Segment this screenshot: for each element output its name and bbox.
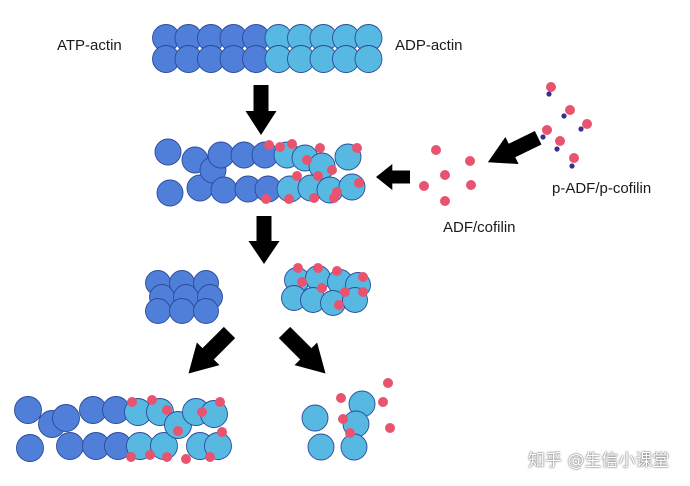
watermark: 知乎 @生信小课堂	[528, 451, 670, 471]
atp-actin-subunit	[154, 138, 182, 166]
cofilin-molecule	[466, 180, 476, 190]
cofilin-molecule	[315, 143, 325, 153]
cofilin-molecule	[354, 178, 364, 188]
cofilin-molecule	[546, 82, 556, 92]
arrows-layer	[188, 85, 542, 374]
cofilin-molecule	[378, 397, 388, 407]
cofilin-molecule	[338, 414, 348, 424]
cofilin-molecule	[340, 287, 350, 297]
cofilin-molecule	[127, 397, 137, 407]
cofilin-molecule	[431, 145, 441, 155]
cofilin-molecule	[287, 139, 297, 149]
cofilin-molecule	[555, 136, 565, 146]
cofilin-molecule	[293, 263, 303, 273]
down-right-arrow-icon	[278, 326, 326, 374]
adf-cofilin-label: ADF/cofilin	[443, 219, 516, 236]
cofilin-molecule	[126, 452, 136, 462]
down-left-arrow-icon	[188, 326, 236, 374]
cofilin-molecule	[317, 283, 327, 293]
cofilin-molecule	[336, 393, 346, 403]
cofilin-molecule	[542, 125, 552, 135]
cofilin-molecule	[358, 287, 368, 297]
cofilin-molecule	[145, 450, 155, 460]
cofilin-molecule	[385, 423, 395, 433]
cofilin-molecule	[302, 155, 312, 165]
adp-actin-subunit	[340, 433, 368, 461]
cofilin-molecule	[197, 407, 207, 417]
phosphate-group	[578, 126, 584, 132]
cofilin-molecule	[582, 119, 592, 129]
atp-actin-subunit	[16, 434, 44, 462]
cofilin-molecule	[261, 194, 271, 204]
cofilin-molecule	[465, 156, 475, 166]
adp-actin-label: ADP-actin	[395, 37, 463, 54]
down-arrow-icon	[245, 85, 277, 135]
atp-actin-subunit	[156, 179, 184, 207]
cofilin-molecule	[334, 300, 344, 310]
atp-actin-subunit	[56, 432, 84, 460]
cofilin-molecule	[332, 266, 342, 276]
cofilin-molecule	[440, 170, 450, 180]
cofilin-molecule	[358, 272, 368, 282]
adp-actin-subunit	[301, 404, 329, 432]
cofilin-molecule	[217, 427, 227, 437]
cofilin-molecule	[383, 378, 393, 388]
cofilin-molecule	[275, 142, 285, 152]
cofilin-molecule	[147, 395, 157, 405]
cofilin-molecule	[264, 140, 274, 150]
cofilin-molecule	[329, 193, 339, 203]
down-arrow-icon	[248, 216, 280, 264]
phosphate-group	[546, 91, 552, 97]
adp-actin-subunit	[307, 433, 335, 461]
atp-actin-subunit	[169, 298, 195, 324]
atp-actin-label: ATP-actin	[57, 37, 122, 54]
phosphate-group	[569, 163, 575, 169]
left-arrow-icon	[376, 164, 410, 190]
adp-actin-subunit	[354, 45, 383, 73]
cofilin-molecule	[173, 426, 183, 436]
cofilin-molecule	[309, 193, 319, 203]
atp-actin-subunit	[193, 298, 219, 324]
cofilin-molecule	[162, 405, 172, 415]
atp-actin-subunit	[207, 141, 235, 169]
cofilin-molecule	[440, 196, 450, 206]
atp-actin-subunit	[52, 404, 80, 432]
cofilin-molecule	[569, 153, 579, 163]
atp-actin-subunit	[210, 176, 238, 204]
cofilin-molecule	[297, 277, 307, 287]
cofilin-molecule	[313, 171, 323, 181]
cofilin-molecule	[352, 143, 362, 153]
cofilin-layer	[126, 82, 592, 464]
atp-actin-subunit	[14, 396, 42, 424]
cofilin-molecule	[215, 397, 225, 407]
cofilin-molecule	[162, 452, 172, 462]
cofilin-molecule	[327, 165, 337, 175]
cofilin-molecule	[419, 181, 429, 191]
cofilin-molecule	[313, 263, 323, 273]
cofilin-molecule	[181, 454, 191, 464]
cofilin-molecule	[292, 171, 302, 181]
cofilin-molecule	[205, 452, 215, 462]
filaments-layer	[14, 24, 383, 462]
cofilin-molecule	[284, 194, 294, 204]
phosphate-group	[540, 134, 546, 140]
cofilin-molecule	[345, 428, 355, 438]
phosphate-group	[554, 146, 560, 152]
phosphate-group	[561, 113, 567, 119]
cofilin-molecule	[565, 105, 575, 115]
atp-actin-subunit	[145, 298, 171, 324]
left-arrow-icon	[487, 130, 542, 164]
p-adf-cofilin-label: p-ADF/p-cofilin	[552, 180, 652, 197]
